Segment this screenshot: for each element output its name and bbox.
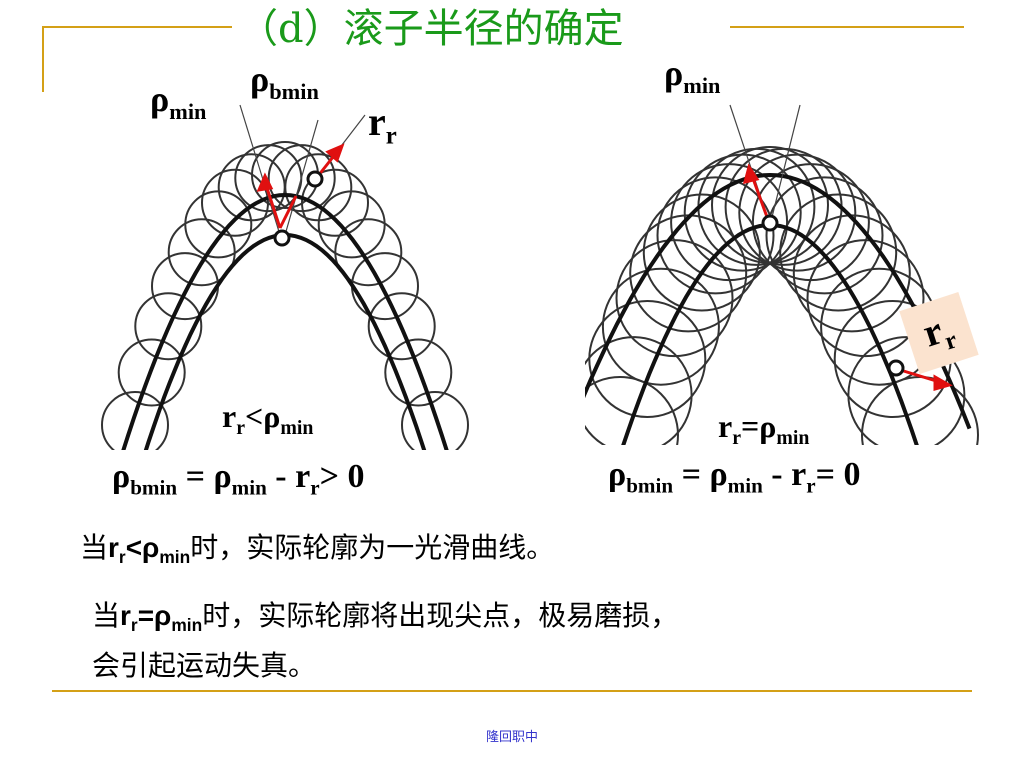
right-red-arrows — [742, 163, 953, 391]
footer-text: 隆回职中 — [485, 730, 538, 745]
left-normal-line-2 — [284, 119, 319, 236]
left-label-rr: rr — [368, 99, 397, 150]
left-normal-line-1 — [239, 104, 281, 236]
left-label-rho-min: ρmin — [150, 79, 207, 124]
text-line-3: 会引起运动失真。 — [92, 649, 317, 682]
right-roller-circles — [585, 146, 979, 445]
left-red-arrows — [256, 143, 345, 229]
left-formula: ρbmin = ρmin - rr> 0 — [112, 458, 365, 500]
page-title: （d）滚子半径的确定 — [232, 2, 630, 56]
left-cam-diagram — [101, 104, 469, 450]
right-cusp-point — [761, 214, 779, 232]
text-line-2: 当rr=ρmin时，实际轮廓将出现尖点，极易磨损， — [92, 599, 679, 636]
right-formula: ρbmin = ρmin - rr= 0 — [608, 456, 861, 498]
right-cam-diagram — [585, 104, 979, 445]
text-line-1: 当rr<ρmin时，实际轮廓为一光滑曲线。 — [80, 531, 555, 568]
right-normal-line-2 — [769, 104, 801, 226]
bottom-rule — [52, 690, 972, 692]
left-roller-circles — [101, 141, 469, 450]
left-roller-center — [306, 170, 324, 188]
right-condition: rr=ρmin — [718, 408, 810, 450]
left-label-rho-bmin: ρbmin — [250, 59, 319, 104]
top-rule-right — [730, 26, 964, 28]
right-roller-center — [887, 359, 905, 377]
right-label-rho-min: ρmin — [664, 53, 721, 98]
left-center-point — [273, 229, 291, 247]
top-rule-left — [42, 26, 232, 28]
left-condition: rr<ρmin — [222, 398, 314, 440]
left-rule — [42, 26, 44, 92]
